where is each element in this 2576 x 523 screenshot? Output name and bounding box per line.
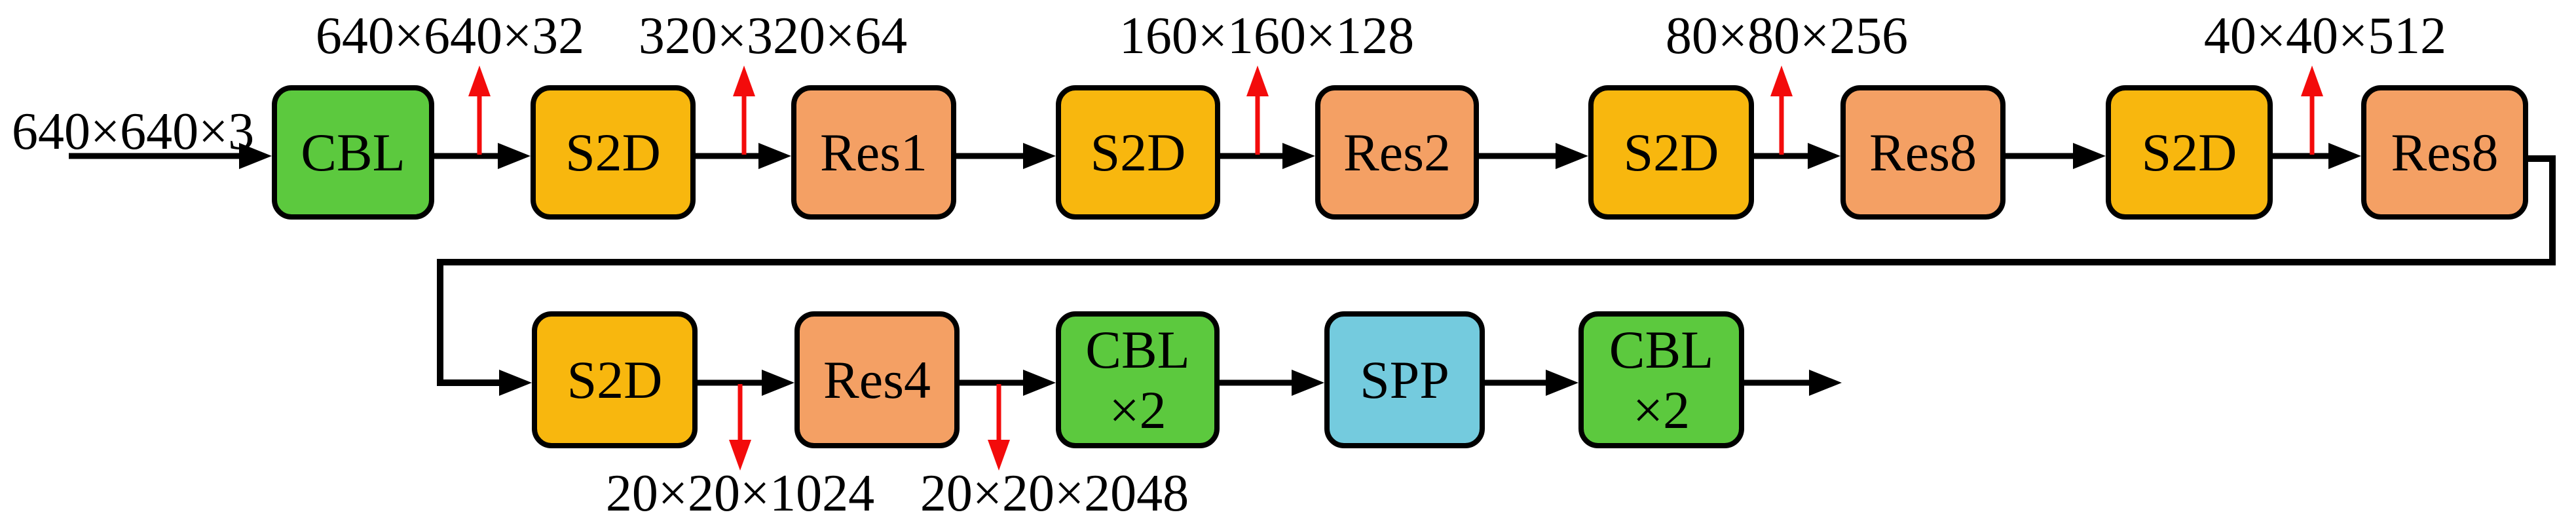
node-label: Res4 <box>823 349 931 410</box>
node-label: Res1 <box>820 122 927 182</box>
arrow-input <box>69 143 272 169</box>
node-s2d-3: S2D <box>1588 85 1754 220</box>
red-up-arrow-2 <box>733 66 755 155</box>
arrow-cbl1-s2d1 <box>434 143 531 169</box>
node-s2d-5: S2D <box>532 311 698 448</box>
node-label: S2D <box>565 122 661 182</box>
red-down-arrow-1 <box>729 384 751 471</box>
node-label: CBL <box>1609 319 1714 379</box>
dim-label-bottom-1: 20×20×1024 <box>605 465 875 522</box>
dim-label-top-3: 160×160×128 <box>1119 7 1415 65</box>
red-up-arrow-5 <box>2301 66 2323 155</box>
node-cbl-1: CBL <box>272 85 434 220</box>
arrow-res2-s2d3 <box>1479 143 1588 169</box>
node-label: Res2 <box>1343 122 1451 182</box>
dim-label-top-1: 640×640×32 <box>315 7 585 65</box>
node-res1: Res1 <box>791 85 956 220</box>
node-label: Res8 <box>1869 122 1977 182</box>
feedback-connector <box>437 155 2556 396</box>
dim-label-top-2: 320×320×64 <box>638 7 908 65</box>
arrow-res1-s2d2 <box>956 143 1056 169</box>
arrow-cblx2a-spp <box>1220 370 1324 396</box>
red-up-arrow-1 <box>468 66 491 155</box>
dim-label-top-5: 40×40×512 <box>2203 7 2447 65</box>
node-cbl-x2-1: CBL×2 <box>1056 311 1220 448</box>
node-cbl-x2-2: CBL×2 <box>1578 311 1744 448</box>
arrow-s2d4-res8b <box>2273 143 2361 169</box>
node-multiplier: ×2 <box>1632 379 1690 440</box>
arrow-res4-cblx2a <box>960 370 1056 396</box>
node-spp: SPP <box>1324 311 1485 448</box>
node-label: S2D <box>2141 122 2237 182</box>
dim-label-input: 640×640×3 <box>12 103 255 161</box>
node-label: S2D <box>567 349 663 410</box>
node-res8-1: Res8 <box>1840 85 2006 220</box>
node-label: Res8 <box>2391 122 2499 182</box>
red-up-arrow-3 <box>1246 66 1269 155</box>
arrow-s2d5-res4 <box>698 370 794 396</box>
node-label: SPP <box>1360 349 1449 410</box>
arrow-s2d3-res8a <box>1754 143 1840 169</box>
node-s2d-2: S2D <box>1056 85 1220 220</box>
node-s2d-1: S2D <box>531 85 696 220</box>
node-label: CBL <box>1085 319 1190 379</box>
arrow-spp-cblx2b <box>1485 370 1578 396</box>
red-down-arrow-2 <box>988 384 1010 471</box>
arrow-output <box>1744 370 1842 396</box>
node-label: S2D <box>1090 122 1186 182</box>
arrow-s2d2-res2 <box>1220 143 1315 169</box>
node-res4: Res4 <box>794 311 960 448</box>
dim-label-bottom-2: 20×20×2048 <box>920 465 1189 522</box>
node-s2d-4: S2D <box>2106 85 2273 220</box>
node-multiplier: ×2 <box>1109 379 1167 440</box>
arrow-s2d1-res1 <box>696 143 791 169</box>
node-res8-2: Res8 <box>2361 85 2528 220</box>
arrow-res8a-s2d4 <box>2006 143 2106 169</box>
node-label: CBL <box>301 122 405 182</box>
red-up-arrow-4 <box>1770 66 1793 155</box>
node-res2: Res2 <box>1315 85 1479 220</box>
dim-label-top-4: 80×80×256 <box>1665 7 1909 65</box>
node-label: S2D <box>1623 122 1719 182</box>
